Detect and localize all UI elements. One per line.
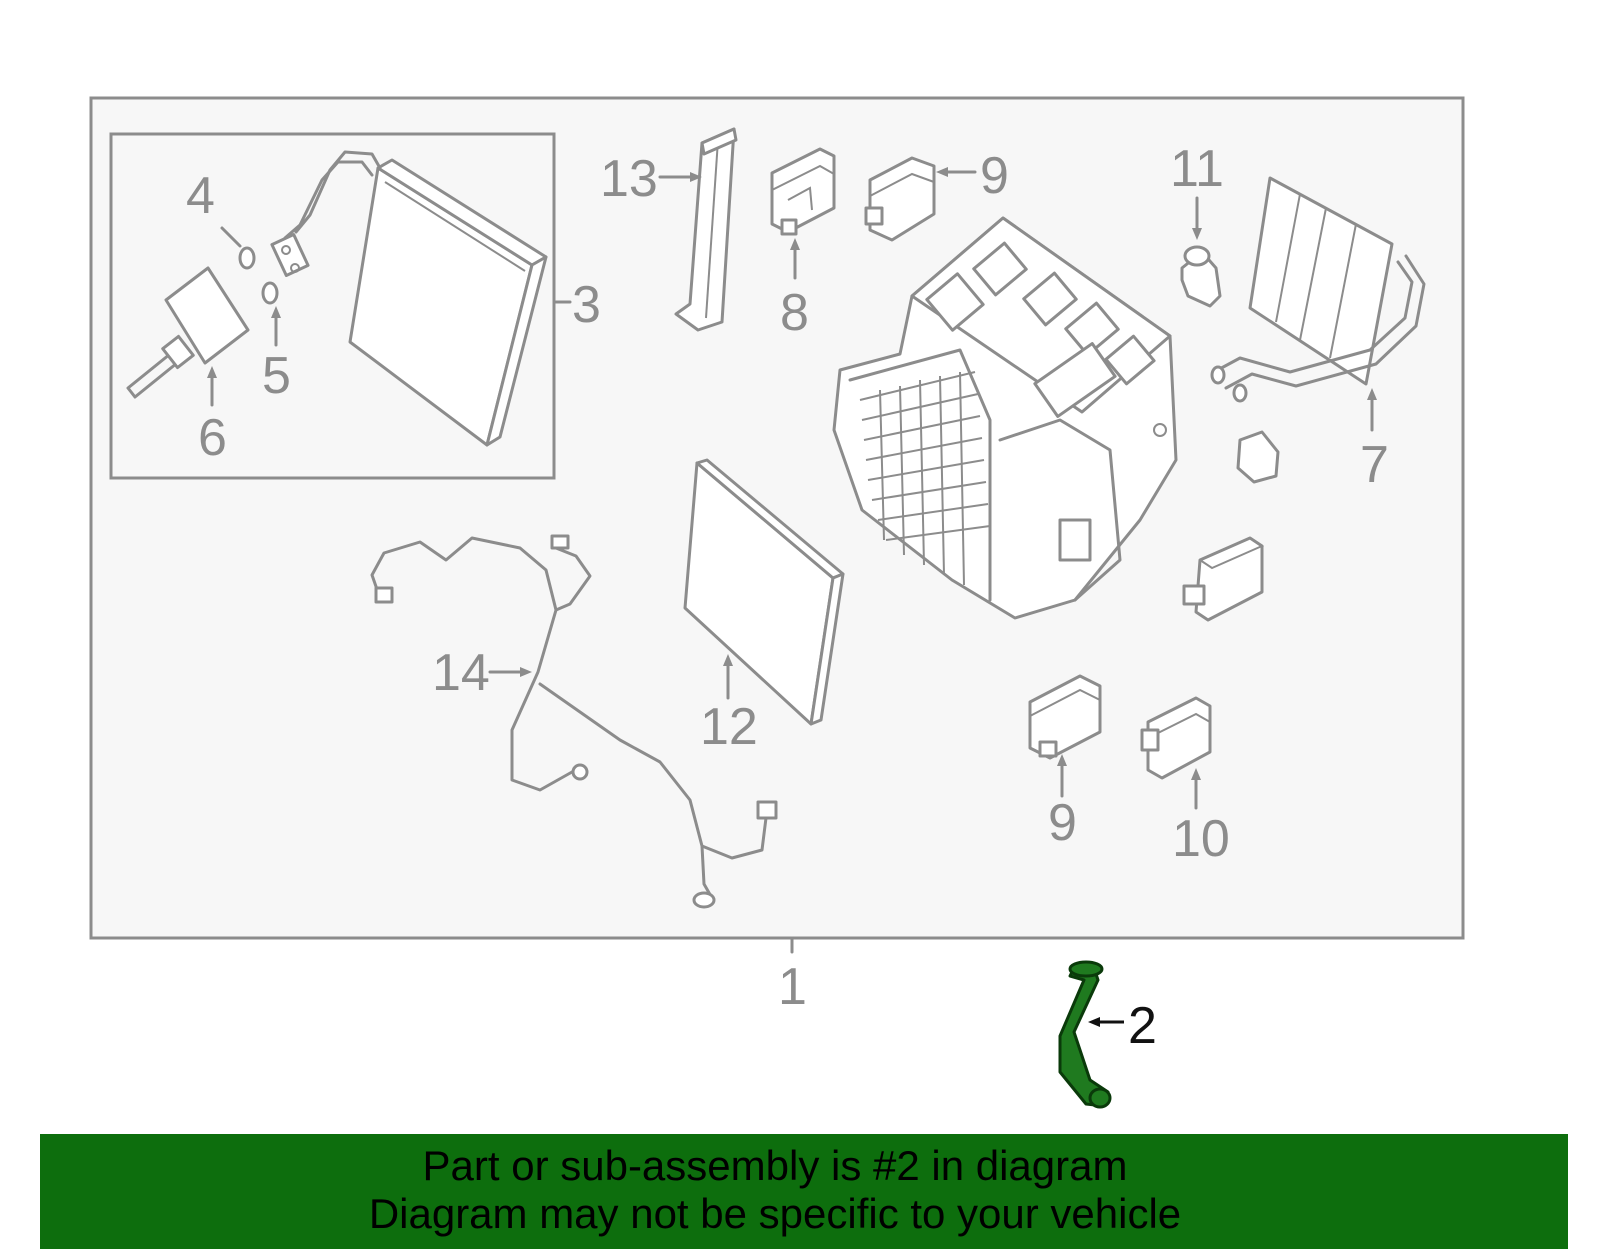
banner-line-1: Part or sub-assembly is #2 in diagram <box>422 1142 1128 1189</box>
cabin-filter-part-12 <box>683 458 845 726</box>
callout-2: 2 <box>1128 997 1157 1055</box>
callout-9-bottom: 9 <box>1048 794 1077 852</box>
callout-4: 4 <box>186 167 215 225</box>
banner-line-2: Diagram may not be specific to your vehi… <box>368 1190 1182 1237</box>
callout-6: 6 <box>198 409 227 467</box>
sensor-part-6 <box>126 266 250 399</box>
sensor-part-11 <box>1180 245 1222 308</box>
callout-7: 7 <box>1360 436 1389 494</box>
callout-11: 11 <box>1170 140 1224 198</box>
bracket-part <box>1182 536 1265 622</box>
callout-13: 13 <box>600 150 658 208</box>
heater-core-part-7 <box>1210 176 1426 403</box>
callout-5: 5 <box>262 347 291 405</box>
callout-3: 3 <box>572 276 601 334</box>
wiring-harness-part-14 <box>370 534 778 909</box>
actuator-part-10 <box>1140 696 1212 780</box>
o-ring-part-4 <box>238 246 256 270</box>
callout-1: 1 <box>778 958 807 1016</box>
evaporator-core-part <box>270 150 548 447</box>
clip-part-small <box>1236 430 1280 484</box>
leader-4 <box>220 226 242 248</box>
callout-9-top: 9 <box>980 147 1009 205</box>
duct-part-13 <box>674 127 738 332</box>
callout-10: 10 <box>1172 810 1230 868</box>
info-banner: Part or sub-assembly is #2 in diagram Di… <box>40 1134 1568 1249</box>
actuator-part-8 <box>770 147 836 236</box>
actuator-part-9-bottom <box>1028 674 1102 760</box>
hvac-case-housing <box>832 216 1178 620</box>
callout-14: 14 <box>432 644 490 702</box>
callout-12: 12 <box>700 698 758 756</box>
drain-hose-part-2-highlighted <box>1058 960 1112 1109</box>
o-ring-part-5 <box>261 281 279 305</box>
actuator-part-9-top <box>864 156 936 242</box>
callout-8: 8 <box>780 284 809 342</box>
